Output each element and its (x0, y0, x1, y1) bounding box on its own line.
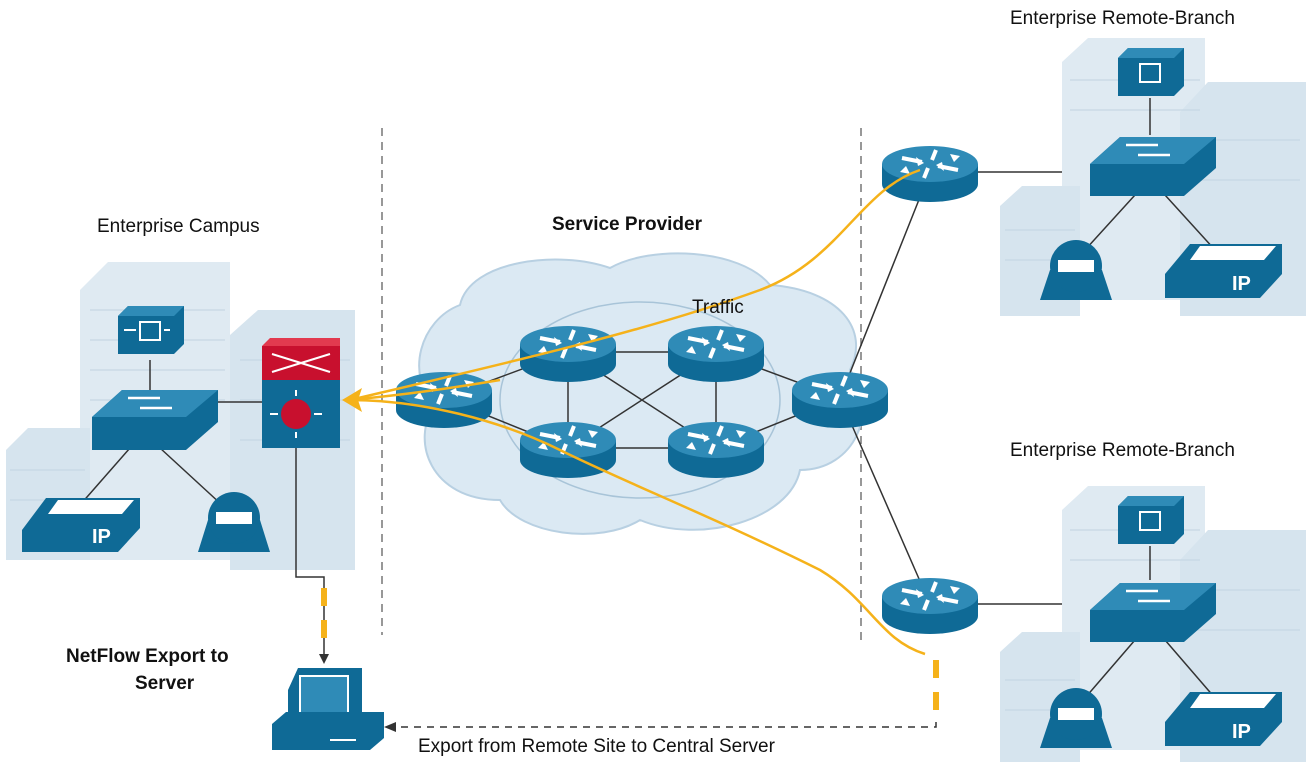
branch-top-ip-badge: IP (1232, 273, 1251, 295)
netflow-export-label-line1: NetFlow Export to (66, 646, 229, 667)
netflow-export-label-line2: Server (135, 673, 195, 694)
remote-export-label: Export from Remote Site to Central Serve… (418, 736, 775, 757)
campus-ip-phone-badge: IP (92, 526, 111, 548)
branch-bottom-call-manager-icon (1118, 496, 1184, 544)
router-core-se-icon (666, 420, 766, 480)
router-core-ne-icon (666, 324, 766, 384)
branch-bottom-camera-icon (1040, 688, 1112, 748)
branch-top-ip-phone-icon: IP (1165, 244, 1282, 298)
branch-top-links (1084, 98, 1216, 251)
branch-bottom-ip-badge: IP (1232, 721, 1251, 743)
router-branch-bottom-icon (880, 576, 980, 636)
remote-export-arrowhead-icon (384, 722, 396, 732)
campus-camera-icon (198, 492, 270, 552)
branch-top-label: Enterprise Remote-Branch (1010, 8, 1235, 29)
netflow-flow-paths (349, 168, 926, 656)
router-branch-top-icon (880, 144, 980, 204)
flow-from-branch-bottom (349, 398, 926, 656)
traffic-label: Traffic (692, 297, 744, 318)
traffic-ring (499, 301, 781, 499)
campus-ip-phone-icon: IP (22, 498, 140, 552)
branch-top-call-manager-icon (1118, 48, 1184, 96)
branch-bottom-switch-icon (1090, 583, 1216, 642)
branch-bottom-ip-phone-icon: IP (1165, 692, 1282, 746)
router-core-nw-icon (518, 324, 618, 384)
campus-call-manager-icon (118, 306, 184, 354)
flow-from-branch-top (349, 168, 921, 402)
branch-top-camera-icon (1040, 240, 1112, 300)
netflow-arrowhead-icon (342, 388, 362, 412)
campus-label: Enterprise Campus (97, 216, 260, 237)
service-provider-label: Service Provider (552, 214, 702, 235)
campus-links (79, 360, 325, 657)
branch-bottom-links (1084, 546, 1216, 699)
netflow-server-icon (272, 668, 384, 750)
remote-export-path (395, 722, 937, 728)
branch-top-switch-icon (1090, 137, 1216, 196)
campus-core-switch-icon (262, 338, 340, 448)
campus-export-arrowhead-icon (319, 654, 329, 664)
branch-bottom-label: Enterprise Remote-Branch (1010, 440, 1235, 461)
campus-access-switch-icon (92, 390, 218, 450)
router-edge-east-icon (790, 370, 890, 430)
flow-bundle (349, 378, 501, 402)
